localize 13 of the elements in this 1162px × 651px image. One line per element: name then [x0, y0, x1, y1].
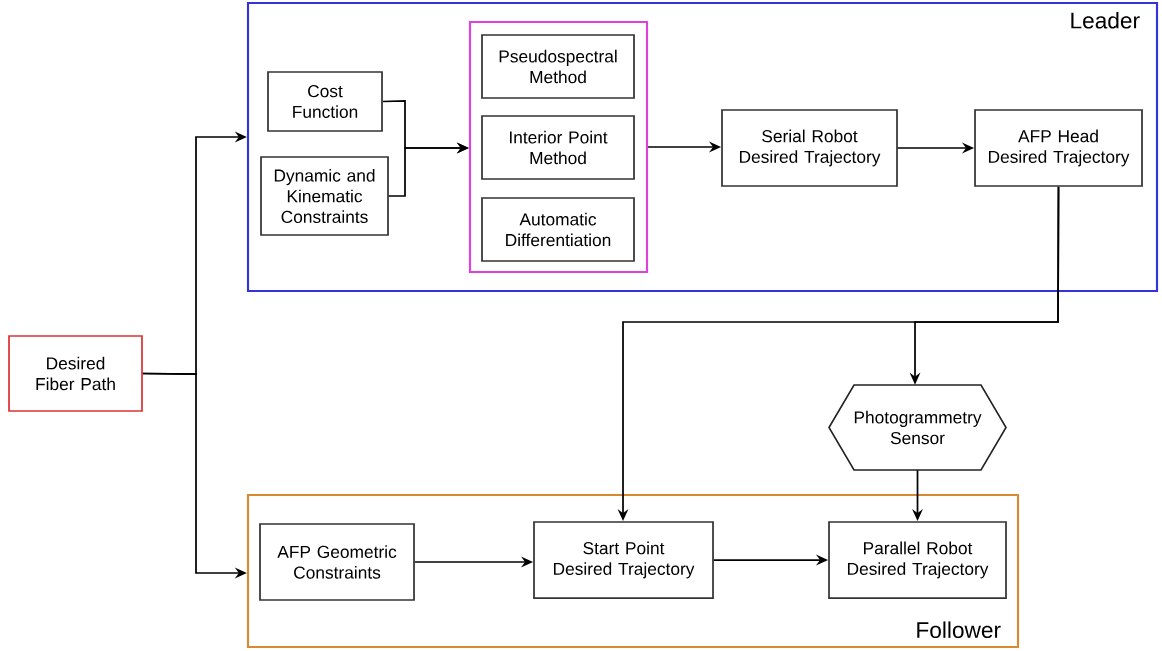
group-frame	[468, 20, 649, 274]
process-box: AFP Geometric Constraints	[259, 523, 415, 601]
process-box: AFP Head Desired Trajectory	[974, 109, 1143, 187]
process-box: Start Point Desired Trajectory	[533, 521, 714, 599]
process-box: Serial Robot Desired Trajectory	[721, 109, 898, 187]
process-box: Cost Function	[267, 71, 383, 132]
process-box: Automatic Differentiation	[481, 197, 635, 262]
process-box: Parallel Robot Desired Trajectory	[828, 521, 1007, 599]
process-box: Desired Fiber Path	[8, 335, 143, 412]
process-box: Interior Point Method	[481, 115, 635, 180]
process-box: Dynamic and Kinematic Constraints	[260, 156, 389, 236]
hexagon-box: Photogrammetry Sensor	[828, 384, 1007, 471]
process-box: Pseudospectral Method	[481, 34, 635, 99]
